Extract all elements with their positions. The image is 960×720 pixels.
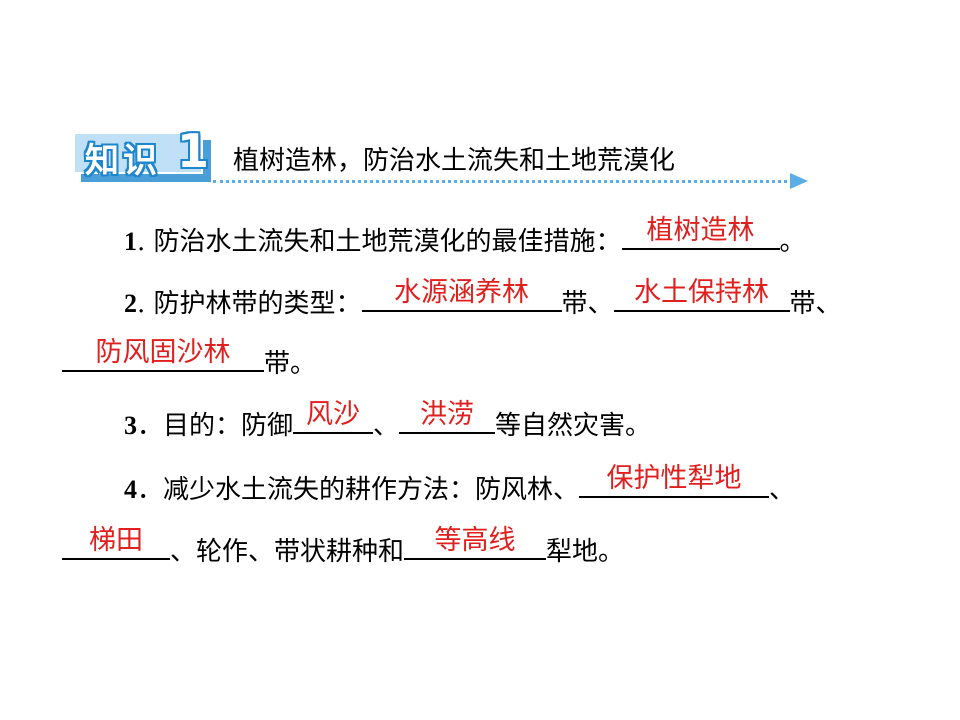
arrow-right-icon [790, 173, 808, 189]
item-4: 4．减少水土流失的耕作方法：防风林、保护性犁地、 [124, 463, 796, 507]
answer-blank: 梯田 [62, 525, 170, 560]
item-text: . 防治水土流失和土地荒漠化的最佳措施： [137, 227, 622, 257]
section-badge: 知识 1 [73, 124, 211, 182]
item-number: 3 [124, 411, 137, 440]
answer-text: 梯田 [89, 525, 143, 556]
answer-text: 洪涝 [420, 399, 475, 430]
item-text: ．减少水土流失的耕作方法：防风林、 [137, 475, 580, 505]
item-text: ．目的：防御 [137, 411, 294, 441]
item-text: . 防护林带的类型： [137, 289, 362, 319]
item-number: 1 [124, 227, 137, 256]
item-text: 。 [779, 227, 806, 257]
answer-blank: 防风固沙林 [62, 337, 264, 372]
dotted-divider [213, 180, 793, 183]
answer-text: 植树造林 [646, 215, 755, 246]
badge-number: 1 [177, 124, 210, 178]
item-text: 带、 [561, 289, 614, 319]
answer-blank: 风沙 [293, 399, 374, 434]
item-text: 犁地。 [546, 537, 625, 567]
item-text: 带、 [789, 289, 842, 319]
answer-text: 保护性犁地 [606, 463, 742, 494]
item-2-cont: 防风固沙林 带。 [62, 337, 317, 381]
item-text: 、 [373, 411, 400, 441]
answer-text: 水土保持林 [634, 277, 770, 308]
answer-blank: 水土保持林 [613, 277, 790, 312]
item-number: 2 [124, 289, 137, 318]
item-text: 、轮作、带状耕种和 [170, 537, 405, 567]
answer-text: 风沙 [306, 399, 361, 430]
answer-blank: 洪涝 [399, 399, 496, 434]
badge-word: 知识 [85, 141, 161, 181]
badge-face [73, 132, 203, 174]
item-text: 带。 [264, 349, 317, 379]
answer-blank: 等高线 [404, 525, 547, 560]
answer-text: 等高线 [434, 525, 516, 556]
item-number: 4 [124, 475, 137, 504]
item-text: 、 [769, 475, 796, 505]
answer-blank: 植树造林 [621, 215, 780, 250]
item-3: 3．目的：防御风沙、洪涝等自然灾害。 [124, 399, 652, 443]
answer-blank: 水源涵养林 [361, 277, 562, 312]
section-heading: 植树造林，防治水土流失和土地荒漠化 [233, 146, 676, 176]
item-text: 等自然灾害。 [495, 411, 652, 441]
item-4-cont: 梯田、轮作、带状耕种和等高线犁地。 [62, 525, 625, 569]
answer-text: 防风固沙林 [95, 337, 231, 368]
answer-blank: 保护性犁地 [579, 463, 770, 498]
answer-text: 水源涵养林 [394, 277, 530, 308]
item-2: 2. 防护林带的类型： 水源涵养林 带、水土保持林带、 [124, 277, 842, 321]
item-1: 1. 防治水土流失和土地荒漠化的最佳措施： 植树造林。 [124, 215, 806, 259]
